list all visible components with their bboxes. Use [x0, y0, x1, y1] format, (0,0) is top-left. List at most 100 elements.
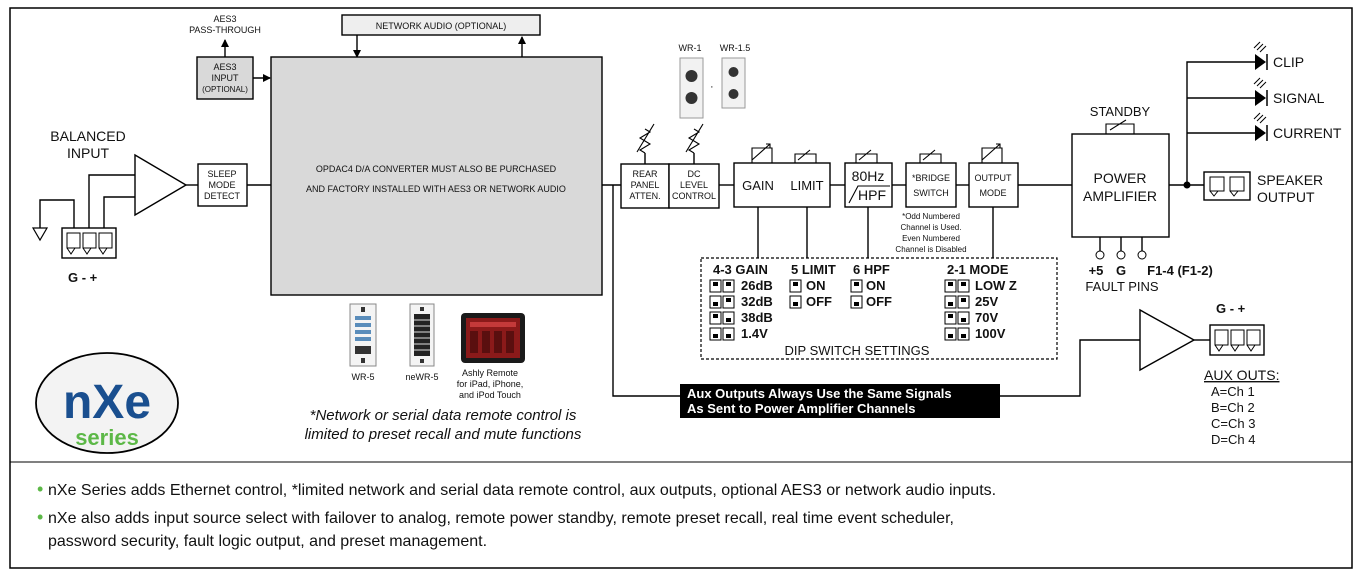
gain-label: GAIN [742, 178, 774, 193]
wr5-remote-image [349, 303, 377, 367]
aux-map-d: D=Ch 4 [1211, 432, 1255, 447]
gain-switch-icon [751, 143, 773, 163]
newr5-remote-image [409, 303, 435, 367]
dc-level-label-3: CONTROL [672, 191, 716, 201]
bridge-box [905, 162, 957, 208]
hpf-box [844, 162, 893, 208]
bridge-label-2: SWITCH [913, 188, 949, 198]
aux-map-b: B=Ch 2 [1211, 400, 1255, 415]
dip-switch-knob [713, 302, 718, 306]
dip-switch-knob [854, 302, 859, 306]
ashly-remote-label-3: and iPod Touch [459, 390, 521, 400]
input-amplifier-triangle [134, 153, 188, 217]
dip-switch-knob [948, 282, 953, 286]
dip-switch-knob [726, 282, 731, 286]
output-mode-label-2: MODE [980, 188, 1007, 198]
aux-path-wire [612, 185, 680, 397]
aux-output-connector [1209, 324, 1265, 356]
newr5-label: neWR-5 [405, 372, 438, 382]
dip-gain-26: 26dB [741, 278, 773, 293]
wr-separator: · [710, 81, 714, 93]
standby-label: STANDBY [1090, 104, 1151, 119]
rear-panel-box [620, 163, 670, 209]
clip-led-icon [1253, 41, 1268, 70]
wr15-plate-image [721, 57, 746, 109]
wr15-label: WR-1.5 [720, 43, 751, 53]
dip-switch-knob [961, 334, 966, 338]
network-audio-label: NETWORK AUDIO (OPTIONAL) [376, 21, 507, 31]
dip-gain-header: 4-3 GAIN [713, 262, 768, 277]
dip-switch-knob [948, 334, 953, 338]
converter-note-2: AND FACTORY INSTALLED WITH AES3 OR NETWO… [306, 184, 566, 194]
current-led-icon [1253, 112, 1268, 141]
dip-switch-knob [713, 314, 718, 318]
hpf-label-2: HPF [858, 187, 886, 203]
current-label: CURRENT [1273, 125, 1342, 141]
ashly-remote-label-1: Ashly Remote [462, 368, 518, 378]
converter-note-1: OPDAC4 D/A CONVERTER MUST ALSO BE PURCHA… [316, 164, 557, 174]
fault-pins-label: FAULT PINS [1085, 279, 1159, 294]
signal-led-icon [1253, 77, 1268, 106]
fault-pin3-terminal [1137, 250, 1147, 260]
dip-switch-knob [793, 282, 798, 286]
dip-switch-group [709, 279, 970, 341]
dip-mode-header: 2-1 MODE [947, 262, 1009, 277]
bullet-1: nXe Series adds Ethernet control, *limit… [48, 482, 996, 499]
dc-pot-icon [685, 123, 704, 154]
fault-pin2-terminal [1116, 250, 1126, 260]
wr1-label: WR-1 [679, 43, 702, 53]
dip-switch-knob [713, 282, 718, 286]
balanced-input-label-2: INPUT [67, 145, 109, 161]
speaker-output-connector [1203, 171, 1251, 201]
remote-note-1: *Network or serial data remote control i… [310, 407, 577, 424]
aux-pin-labels: G - + [1216, 301, 1246, 316]
dip-switch-knob [961, 318, 966, 322]
aes3-input-label-3: (OPTIONAL) [202, 85, 248, 94]
aux-banner-line-2: As Sent to Power Amplifier Channels [687, 401, 916, 416]
plus-wire [103, 196, 135, 228]
dip-mode-lowz: LOW Z [975, 278, 1017, 293]
dip-title: DIP SWITCH SETTINGS [785, 343, 930, 358]
ashly-remote-tablet-image [461, 313, 525, 363]
dip-switch-knob [726, 318, 731, 322]
dip-switch-knob [948, 314, 953, 318]
output-mode-label-1: OUTPUT [975, 173, 1013, 183]
network-audio-box [341, 14, 541, 36]
dip-switch-knob [961, 282, 966, 286]
speaker-label-1: SPEAKER [1257, 172, 1323, 188]
aux-banner [680, 384, 1000, 418]
dip-switch-knob [726, 334, 731, 338]
minus-wire [88, 174, 135, 228]
fault-pin-g: G [1116, 263, 1126, 278]
dip-switch-knob [948, 302, 953, 306]
dip-hpf-off: OFF [866, 294, 892, 309]
power-amp-label-1: POWER [1094, 170, 1147, 186]
banner-to-aux-wire [1000, 339, 1140, 397]
bridge-switch-icon [919, 149, 942, 163]
nxe-series-logo: nXe series [35, 352, 179, 454]
fault-pin-plus5: +5 [1089, 263, 1104, 278]
speaker-label-2: OUTPUT [1257, 189, 1315, 205]
output-mode-box [968, 162, 1019, 208]
dip-switch-knob [713, 334, 718, 338]
dip-limit-off: OFF [806, 294, 832, 309]
dc-level-label-1: DC [688, 169, 701, 179]
hpf-label-1: 80Hz [852, 168, 885, 184]
aes3-passthrough-label-2: PASS-THROUGH [189, 25, 261, 35]
dip-gain-32: 32dB [741, 294, 773, 309]
dip-gain-14: 1.4V [741, 326, 768, 341]
rear-panel-label-1: REAR [632, 169, 658, 179]
rear-pot-icon [636, 123, 655, 154]
power-amp-label-2: AMPLIFIER [1083, 188, 1157, 204]
bridge-label-1: *BRIDGE [912, 173, 950, 183]
bullet-dot-2: • [37, 507, 43, 527]
hpf-curve-icon [848, 185, 890, 204]
dc-level-label-2: LEVEL [680, 180, 708, 190]
rear-panel-label-3: ATTEN. [629, 191, 660, 201]
clip-wire [1186, 61, 1255, 185]
mode-switch-icon [981, 143, 1003, 163]
sleep-label-1: SLEEP [207, 169, 236, 179]
dip-mode-70v: 70V [975, 310, 998, 325]
aux-outs-title: AUX OUTS: [1204, 367, 1279, 383]
